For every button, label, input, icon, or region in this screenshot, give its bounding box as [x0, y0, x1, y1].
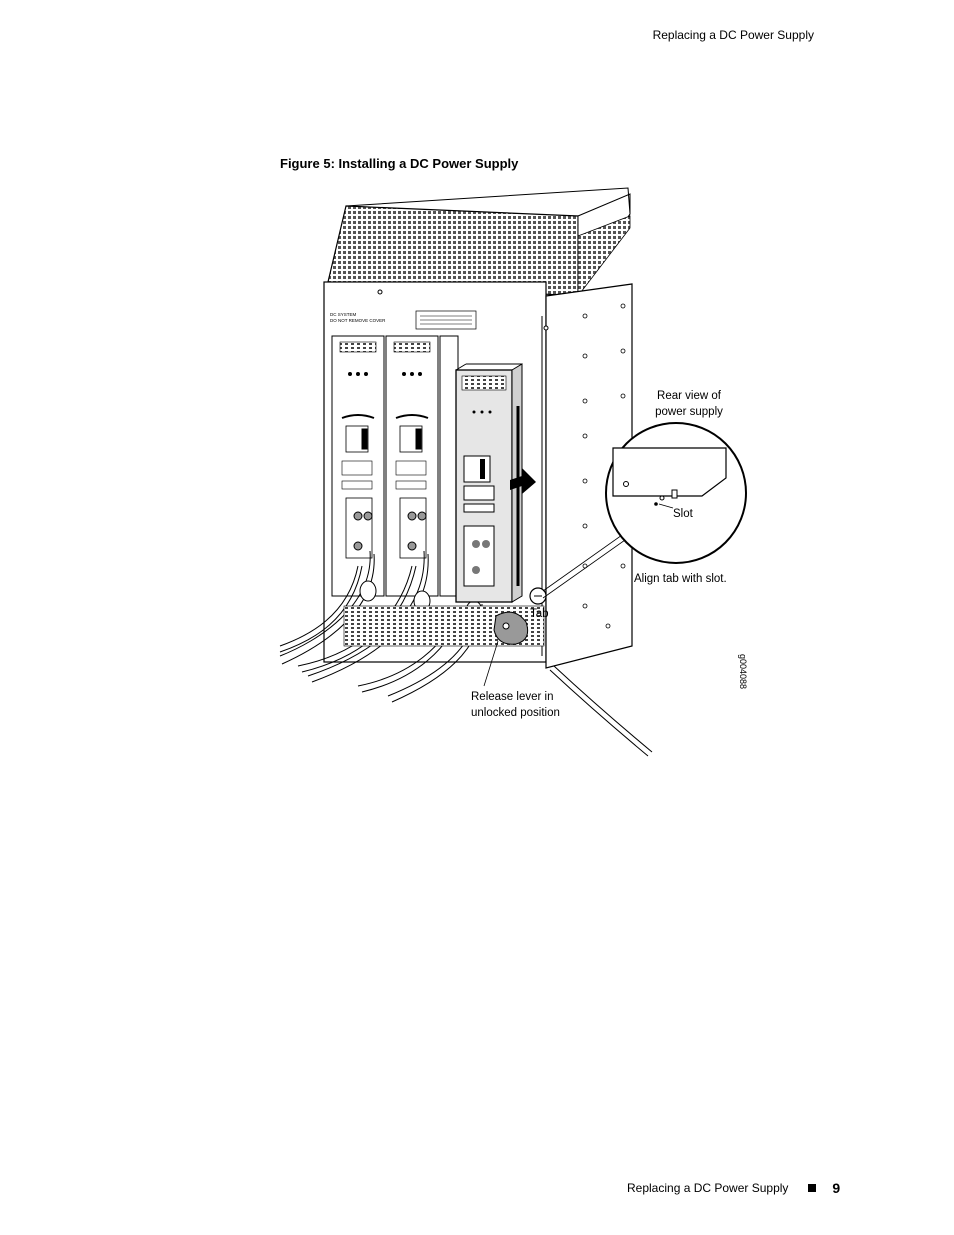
- chassis-sign-line-1: DC SYSTEM: [330, 312, 357, 317]
- callout-release-lever: Release lever in unlocked position: [471, 691, 560, 719]
- rear-view-detail-circle: [605, 422, 747, 564]
- chassis-drawing: DC SYSTEM DO NOT REMOVE COVER: [279, 187, 747, 757]
- running-header: Replacing a DC Power Supply: [652, 28, 814, 42]
- release-lever: [493, 611, 529, 645]
- callout-tab: Tab: [530, 608, 549, 620]
- page-footer: Replacing a DC Power Supply 9: [627, 1180, 840, 1196]
- power-supply-bays: [331, 335, 459, 597]
- page-number: 9: [832, 1180, 841, 1196]
- top-vent-grille: [327, 193, 631, 298]
- insertion-arrow-icon: [510, 468, 536, 494]
- dc-power-supply-module: [455, 363, 523, 603]
- callout-rear-view: Rear view of power supply: [655, 390, 723, 418]
- footer-square-icon: [808, 1184, 817, 1192]
- figure-illustration: DC SYSTEM DO NOT REMOVE COVER: [278, 186, 758, 766]
- callout-align-tab: Align tab with slot.: [634, 573, 727, 585]
- figure-caption: Figure 5: Installing a DC Power Supply: [280, 156, 519, 171]
- footer-section-title: Replacing a DC Power Supply: [627, 1181, 789, 1195]
- chassis-sign-line-2: DO NOT REMOVE COVER: [330, 318, 386, 323]
- callout-slot: Slot: [673, 508, 693, 520]
- figure-id: g004088: [738, 654, 748, 690]
